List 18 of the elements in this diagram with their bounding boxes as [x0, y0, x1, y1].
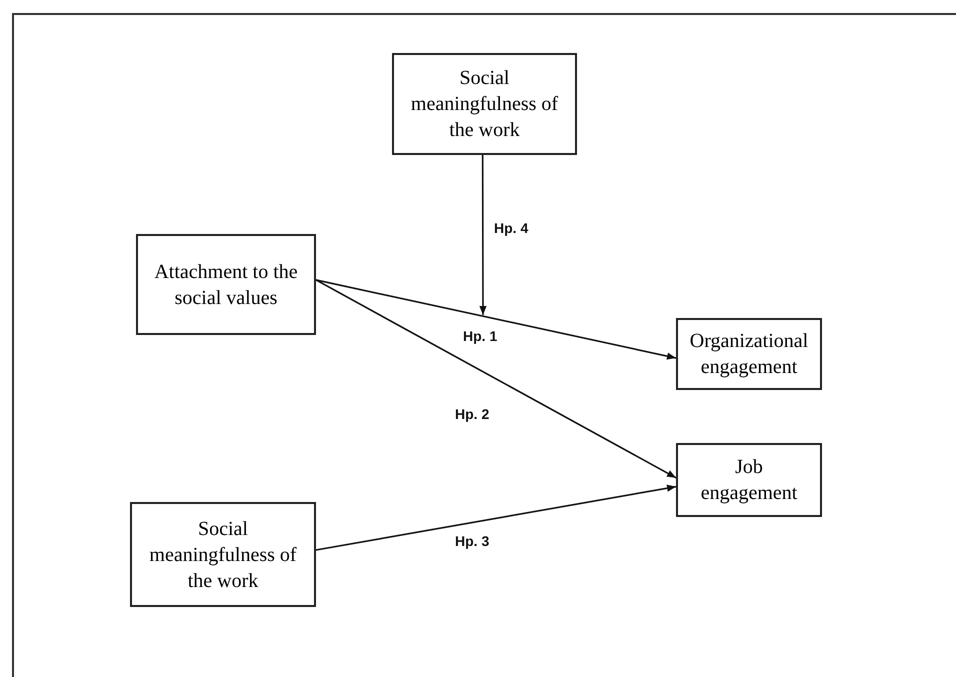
concept-box — [392, 53, 577, 155]
box-text: Job engagement — [700, 455, 798, 506]
arrow — [316, 279, 676, 478]
edge-label: Hp. 4 — [494, 219, 528, 238]
edge-label: Hp. 2 — [455, 405, 490, 424]
concept-box — [136, 234, 316, 335]
concept-box — [130, 502, 316, 607]
edge-label: Hp. 1 — [463, 327, 498, 346]
arrow — [316, 484, 676, 551]
box-text: Social meaningfulness of the work — [410, 66, 558, 143]
arrow — [316, 279, 676, 360]
edge-label: Hp. 3 — [455, 532, 490, 551]
concept-box — [676, 318, 822, 390]
arrow — [479, 155, 487, 315]
box-text: Organizational engagement — [688, 329, 810, 380]
concept-box — [676, 443, 822, 517]
box-text: Attachment to the social values — [153, 260, 299, 310]
box-text: Social meaningfulness of the work — [149, 516, 297, 594]
